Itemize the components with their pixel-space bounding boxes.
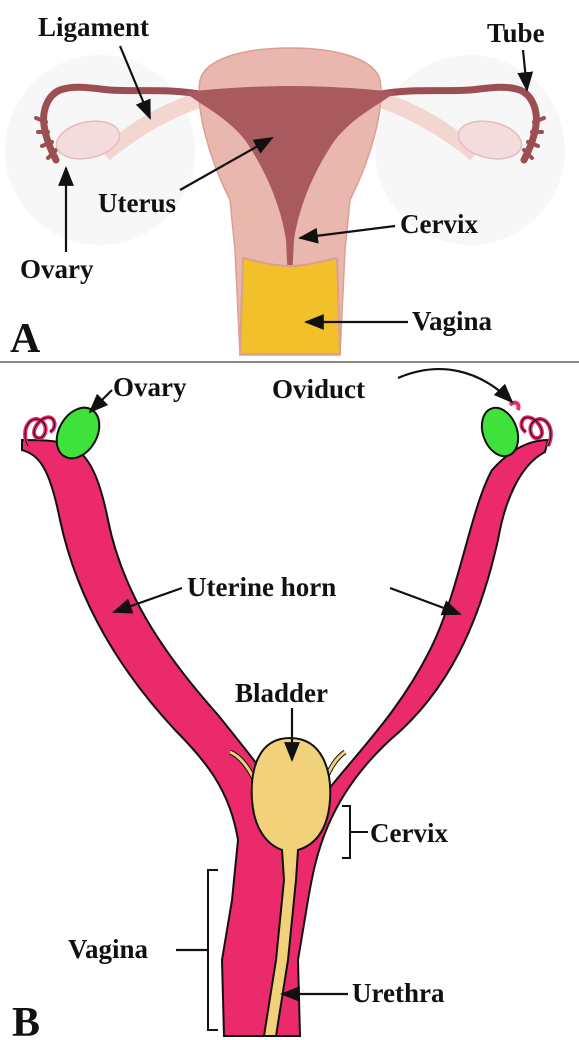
label-bladder: Bladder (235, 678, 328, 708)
vagina-bracket (208, 870, 218, 1030)
label-uterus: Uterus (98, 188, 176, 218)
arrow-oviduct (398, 369, 512, 402)
panel-letter-b: B (12, 1000, 40, 1040)
label-tube: Tube (487, 18, 545, 48)
panel-b: Ovary Oviduct Uterine horn Bladder Cervi… (12, 369, 551, 1040)
label-ovary-a: Ovary (20, 254, 94, 284)
oviduct-tip (510, 403, 519, 410)
label-vagina-b: Vagina (68, 934, 149, 964)
label-oviduct: Oviduct (272, 374, 365, 404)
cervix-bracket (342, 806, 350, 858)
label-ovary-b: Ovary (113, 372, 187, 402)
label-vagina-a: Vagina (412, 306, 493, 336)
label-ligament: Ligament (38, 12, 149, 42)
panel-letter-a: A (10, 316, 41, 362)
label-cervix-a: Cervix (400, 209, 478, 239)
label-uterine-horn: Uterine horn (187, 572, 336, 602)
label-urethra: Urethra (352, 978, 445, 1008)
vagina-region (240, 258, 340, 354)
panel-a: Ligament Tube Uterus Cervix Ovary Vagina… (5, 12, 565, 362)
label-cervix-b: Cervix (370, 818, 448, 848)
arrow-ovary-b (90, 390, 112, 412)
